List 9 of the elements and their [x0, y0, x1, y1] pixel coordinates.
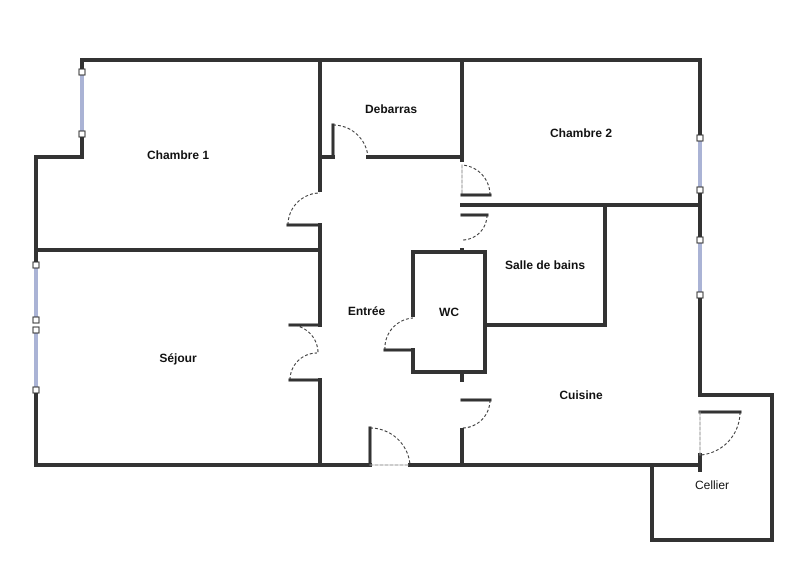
- room-label: Chambre 2: [550, 126, 612, 140]
- room-label: Cellier: [694, 478, 729, 492]
- room-label: Debarras: [364, 102, 418, 116]
- room-label: Cuisine: [559, 388, 603, 402]
- room-label: Entrée: [348, 304, 386, 318]
- room-label: Salle de bains: [504, 258, 586, 272]
- room-label: Séjour: [159, 350, 197, 364]
- room-label: Chambre 1: [146, 148, 210, 162]
- room-label: WC: [439, 305, 459, 319]
